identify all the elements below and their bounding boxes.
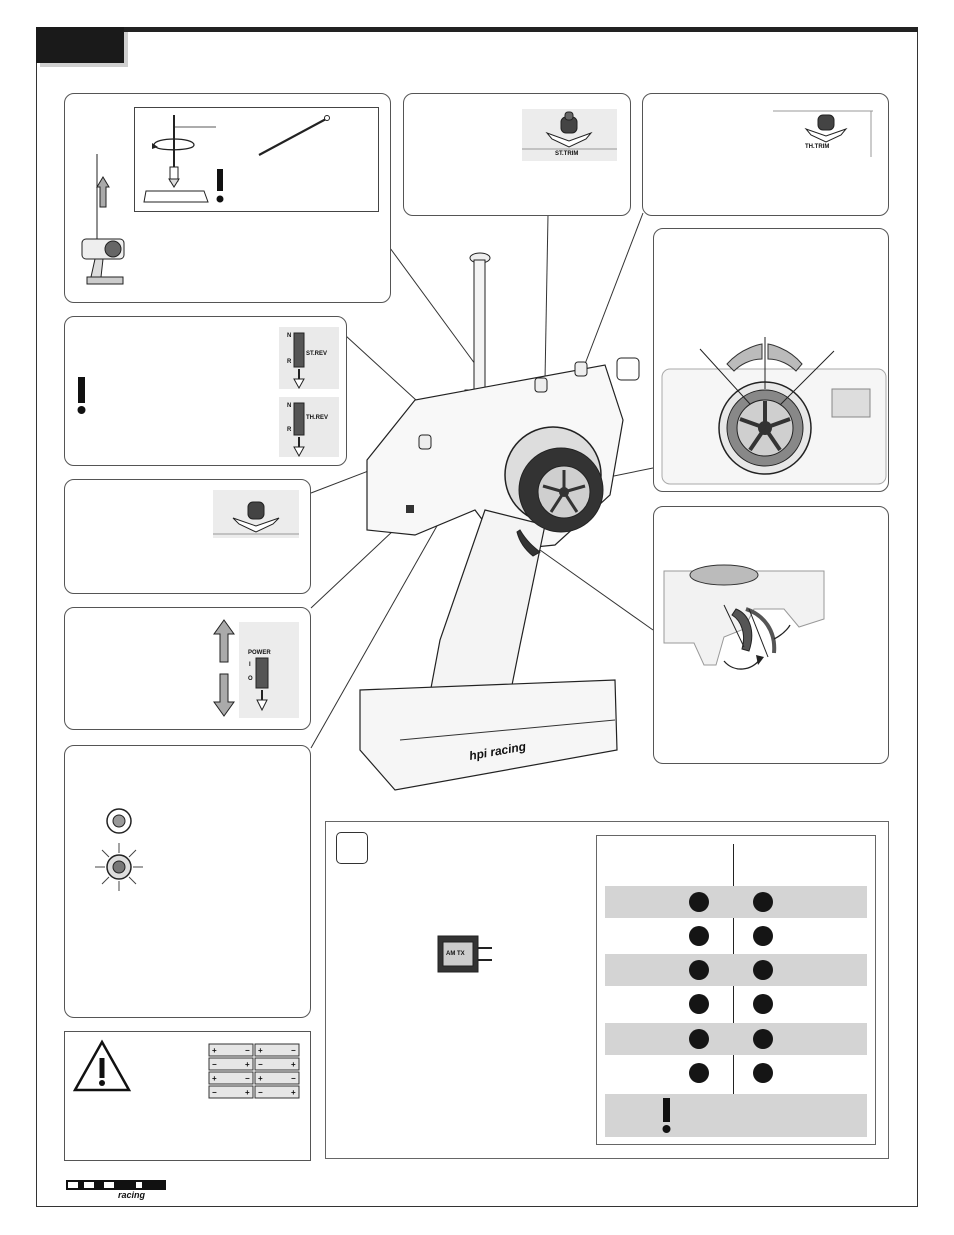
- crystal-illustration: AM TX: [437, 934, 498, 976]
- table-dot: [753, 994, 773, 1014]
- th-rev-n-label: N: [287, 403, 292, 409]
- svg-text:−: −: [212, 1060, 217, 1069]
- svg-text:+: +: [258, 1046, 263, 1055]
- svg-text:+: +: [245, 1088, 250, 1097]
- svg-text:−: −: [291, 1046, 296, 1055]
- led-on-icon: [95, 843, 143, 891]
- table-dot: [689, 926, 709, 946]
- st-trim-illustration: ST.TRIM: [522, 109, 617, 161]
- table-dot: [753, 926, 773, 946]
- svg-text:−: −: [212, 1088, 217, 1097]
- battery-pack-illustration: +− +− −+ −+ +− +− −+ −+: [208, 1042, 301, 1102]
- svg-text:+: +: [258, 1074, 263, 1083]
- th-rev-label: TH.REV: [306, 415, 329, 421]
- servo-reverse-panel: N R ST.REV N R TH.REV: [64, 316, 347, 466]
- table-dot: [753, 960, 773, 980]
- table-dot: [689, 994, 709, 1014]
- caution-icon: [77, 377, 86, 414]
- trim-knob-illustration: [213, 490, 299, 538]
- table-dot: [689, 1029, 709, 1049]
- led-indicator-panel: [64, 745, 311, 1018]
- svg-text:+: +: [212, 1046, 217, 1055]
- table-dot: [753, 892, 773, 912]
- arrow-up-icon: [213, 619, 235, 663]
- antenna-panel: [64, 93, 391, 303]
- st-rev-r-label: R: [287, 359, 292, 365]
- step-box: [336, 832, 368, 864]
- throttle-trigger-panel: [653, 506, 889, 764]
- antenna-detail-box: [134, 107, 379, 212]
- table-row: [605, 954, 867, 986]
- th-rev-r-label: R: [287, 427, 292, 433]
- st-rev-switch-illustration: N R ST.REV: [279, 327, 339, 390]
- svg-text:racing: racing: [118, 1190, 146, 1200]
- power-off-mark: O: [248, 676, 253, 682]
- steering-trim-panel: ST.TRIM: [403, 93, 631, 216]
- table-row: [605, 988, 867, 1020]
- table-row: [605, 1057, 867, 1089]
- warning-triangle-icon: [72, 1039, 132, 1092]
- th-trim-illustration: TH.TRIM: [773, 109, 873, 157]
- svg-text:−: −: [258, 1088, 263, 1097]
- table-row: [605, 920, 867, 952]
- trim-knob-panel: [64, 479, 311, 594]
- led-off-icon: [106, 808, 132, 834]
- svg-text:+: +: [245, 1060, 250, 1069]
- steering-wheel-illustration: [661, 337, 887, 485]
- arrow-down-icon: [213, 673, 235, 717]
- th-rev-switch-illustration: N R TH.REV: [279, 397, 339, 458]
- throttle-trigger-illustration: [663, 564, 825, 709]
- power-switch-panel: POWER I O: [64, 607, 311, 730]
- svg-text:−: −: [245, 1074, 250, 1083]
- power-on-mark: I: [249, 662, 251, 668]
- hpi-racing-logo: racing: [66, 1180, 166, 1200]
- table-dot: [689, 1063, 709, 1083]
- antenna-install-illustration: [143, 115, 330, 203]
- transmitter-thumbnail: [81, 154, 125, 285]
- page-top-rule: [36, 27, 918, 32]
- svg-text:−: −: [245, 1046, 250, 1055]
- table-row: [605, 886, 867, 918]
- svg-text:+: +: [212, 1074, 217, 1083]
- exclamation-icon: [662, 1098, 671, 1133]
- st-rev-n-label: N: [287, 333, 292, 339]
- crystal-label: AM TX: [446, 951, 465, 957]
- steering-wheel-panel: [653, 228, 889, 492]
- table-dot: [753, 1063, 773, 1083]
- table-row: [605, 1023, 867, 1055]
- th-trim-label: TH.TRIM: [805, 144, 830, 150]
- st-rev-label: ST.REV: [306, 351, 328, 357]
- svg-text:+: +: [291, 1088, 296, 1097]
- svg-text:−: −: [291, 1074, 296, 1083]
- table-dot: [689, 960, 709, 980]
- frequency-table: [596, 835, 876, 1145]
- throttle-trim-panel: TH.TRIM: [642, 93, 889, 216]
- transmitter-main-illustration: hpi racing: [359, 252, 640, 791]
- power-label: POWER: [248, 650, 271, 656]
- svg-text:+: +: [291, 1060, 296, 1069]
- battery-warning-panel: +− +− −+ −+ +− +− −+ −+: [64, 1031, 311, 1161]
- svg-text:−: −: [258, 1060, 263, 1069]
- section-tab: [36, 27, 124, 63]
- st-trim-label: ST.TRIM: [555, 151, 579, 157]
- power-switch-illustration: POWER I O: [239, 622, 299, 718]
- table-caution-box: [605, 1094, 867, 1137]
- table-dot: [753, 1029, 773, 1049]
- table-dot: [689, 892, 709, 912]
